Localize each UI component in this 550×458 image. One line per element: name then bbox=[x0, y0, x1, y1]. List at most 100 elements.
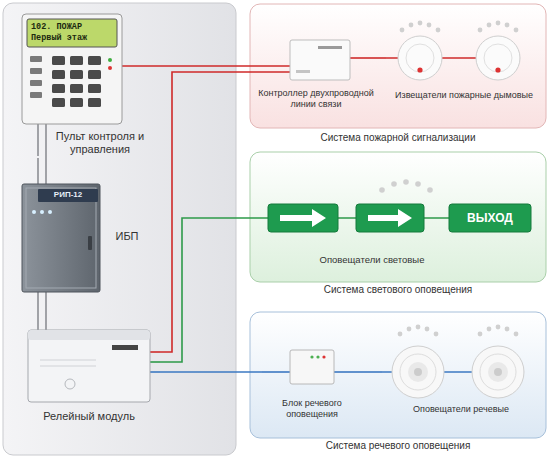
speech-block-device bbox=[310, 355, 313, 358]
control-panel-device bbox=[22, 14, 122, 124]
exit-sign bbox=[356, 204, 424, 232]
device-wire bbox=[37, 124, 39, 156]
control-panel-device bbox=[22, 14, 122, 124]
relay-module-device bbox=[28, 330, 150, 340]
signal-dots bbox=[487, 327, 492, 332]
wire-connector bbox=[160, 218, 262, 362]
signal-dots bbox=[478, 28, 483, 33]
speech-block-device bbox=[316, 355, 319, 358]
controller-node: Контроллер двухпроводной линии связи bbox=[252, 32, 380, 114]
relay-module-device bbox=[28, 330, 150, 402]
smoke-detector bbox=[484, 44, 512, 72]
control-panel-node: Пульт контроля и управления bbox=[18, 10, 160, 158]
device-label: Извещатели пожарные дымовые bbox=[386, 90, 542, 101]
panel-caption: Система речевого оповещения bbox=[250, 440, 546, 452]
speaker bbox=[392, 346, 524, 398]
speech-block-device bbox=[322, 355, 325, 358]
control-panel-device bbox=[52, 56, 65, 65]
ups-cabinet bbox=[40, 210, 44, 214]
speaker bbox=[472, 346, 524, 398]
speech-block-node: Блок речевого оповещения bbox=[262, 340, 362, 428]
speaker bbox=[392, 346, 444, 398]
wire-connector bbox=[160, 72, 252, 352]
wire-connector bbox=[37, 296, 39, 322]
device-wire bbox=[45, 124, 47, 184]
wire-connector bbox=[160, 371, 262, 373]
device-label: Оповещатели световые bbox=[262, 254, 482, 265]
ups-cabinet bbox=[38, 189, 98, 202]
device-wire bbox=[252, 71, 290, 73]
signal-dots bbox=[496, 21, 501, 26]
panel-frame bbox=[250, 152, 546, 282]
exit-sign bbox=[368, 209, 412, 227]
control-panel-device bbox=[30, 56, 42, 62]
system-panel: Контроллер двухпроводной линии связиИзве… bbox=[250, 4, 546, 148]
display-text: 102. ПОЖАР bbox=[31, 22, 115, 32]
signal-dots bbox=[427, 23, 432, 28]
display-text: Первый этаж bbox=[31, 33, 115, 43]
control-panel-device bbox=[70, 56, 83, 65]
device-wire bbox=[45, 292, 47, 330]
smoke-detector bbox=[398, 36, 520, 80]
control-panel-device bbox=[30, 68, 42, 74]
controller-device bbox=[296, 70, 310, 73]
panel-caption: Система пожарной сигнализации bbox=[250, 132, 546, 144]
signal-dots bbox=[478, 332, 483, 337]
device-wire bbox=[150, 351, 160, 353]
control-panel-device bbox=[30, 92, 42, 98]
relay-module-device bbox=[112, 345, 138, 350]
smoke-detector bbox=[417, 67, 422, 72]
smoke-detector bbox=[476, 36, 520, 80]
signal-dots bbox=[514, 28, 519, 33]
relay-module-device bbox=[65, 379, 75, 389]
wire-connector bbox=[362, 371, 382, 373]
exit-sign bbox=[280, 209, 326, 227]
control-panel-device bbox=[27, 19, 117, 47]
control-panel-device bbox=[52, 70, 65, 79]
signal-dots bbox=[425, 327, 430, 332]
speaker bbox=[400, 354, 436, 390]
system-panel: Блок речевого оповещенияОповещатели рече… bbox=[250, 312, 546, 456]
panel-caption: Система светового оповещения bbox=[250, 284, 546, 296]
control-panel-device bbox=[108, 66, 112, 70]
signal-dots bbox=[436, 28, 441, 33]
signal-dots bbox=[391, 181, 397, 187]
ups-cabinet bbox=[26, 188, 96, 288]
device-plate-text: РИП-12 bbox=[38, 190, 98, 200]
controller-device bbox=[290, 40, 350, 80]
exit-sign bbox=[268, 204, 338, 232]
signal-dots bbox=[418, 21, 423, 26]
panel-frame bbox=[3, 3, 236, 455]
panel-frame bbox=[3, 3, 546, 455]
speaker bbox=[494, 368, 502, 376]
device-label: Пульт контроля и управления bbox=[52, 130, 148, 156]
control-panel-device bbox=[108, 58, 112, 62]
speaker bbox=[414, 368, 422, 376]
signal-dots bbox=[505, 327, 510, 332]
wire-connector bbox=[380, 57, 386, 59]
control-panel-device bbox=[70, 70, 83, 79]
control-panel-device bbox=[88, 98, 101, 107]
control-panel-device bbox=[70, 98, 83, 107]
control-panel-device bbox=[70, 84, 83, 93]
speaker bbox=[480, 354, 516, 390]
device-wire bbox=[37, 292, 39, 296]
signal-dots bbox=[400, 28, 405, 33]
device-wire bbox=[252, 65, 290, 67]
smoke-detector bbox=[398, 36, 442, 80]
wire-connector bbox=[160, 65, 252, 67]
device-wire bbox=[262, 371, 290, 373]
smoke-detector bbox=[406, 44, 434, 72]
sign-text: ВЫХОД bbox=[449, 211, 531, 225]
device-wire bbox=[334, 371, 362, 373]
control-panel-device bbox=[88, 56, 101, 65]
device-label: Релейный модуль bbox=[28, 410, 150, 423]
panel-frame bbox=[250, 312, 546, 438]
signal-dots bbox=[496, 325, 501, 330]
device-wire bbox=[350, 57, 380, 59]
control-panel-device bbox=[52, 84, 65, 93]
signal-dots bbox=[514, 332, 519, 337]
signal-dots bbox=[379, 187, 385, 193]
